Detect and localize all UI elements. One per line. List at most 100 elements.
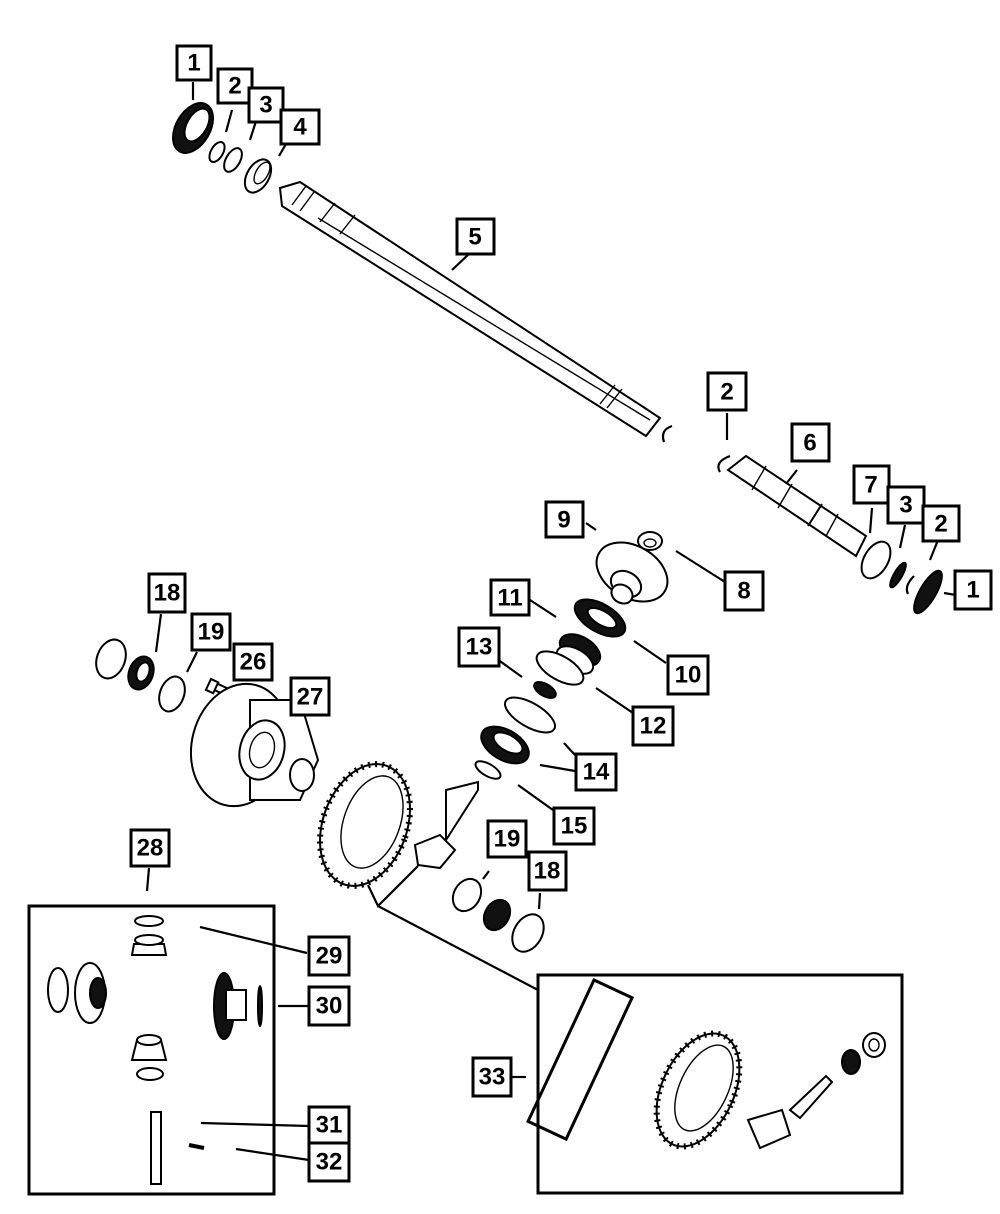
ring-pinion-leader (367, 865, 539, 991)
callout-30[interactable]: 30 (307, 985, 351, 1027)
svg-text:2: 2 (720, 379, 733, 406)
svg-text:19: 19 (494, 826, 521, 853)
callout-18-left[interactable]: 18 (147, 572, 187, 614)
pinion-flange (595, 541, 669, 605)
bearing-left (243, 158, 273, 194)
callout-7[interactable]: 7 (852, 464, 891, 505)
callout-14[interactable]: 14 (574, 752, 618, 792)
kit-pinion-nut (862, 1032, 886, 1058)
side-gear-left (74, 962, 107, 1024)
svg-text:2: 2 (228, 73, 241, 100)
svg-text:10: 10 (675, 662, 702, 689)
thrust-washer-top (134, 915, 164, 927)
callout-28[interactable]: 28 (129, 828, 171, 868)
c-clip-shaft (661, 424, 673, 443)
svg-text:28: 28 (137, 835, 164, 862)
callout-11[interactable]: 11 (489, 578, 531, 617)
snap-ring-right (905, 575, 915, 595)
svg-text:26: 26 (240, 649, 267, 676)
carrier-bearing-cup-right (511, 913, 545, 953)
inner-bearing-cup (504, 696, 556, 734)
svg-text:1: 1 (966, 577, 979, 604)
collapsible-spacer (533, 681, 557, 699)
kit-ring-gear (653, 1030, 743, 1150)
lock-pin (188, 1143, 205, 1150)
snap-ring-side-gear (257, 985, 263, 1027)
svg-text:11: 11 (497, 585, 522, 612)
callout-3-right[interactable]: 3 (886, 485, 926, 525)
svg-text:31: 31 (316, 1112, 343, 1139)
inner-pinion-bearing (480, 725, 530, 765)
bearing-right (860, 540, 892, 580)
carrier-bearing-left (127, 655, 155, 691)
callout-33[interactable]: 33 (471, 1056, 513, 1098)
svg-text:3: 3 (899, 492, 912, 519)
callout-8[interactable]: 8 (723, 570, 765, 612)
svg-text:12: 12 (640, 713, 667, 740)
c-clip-right (717, 454, 731, 473)
pinion-shim (474, 760, 502, 780)
callout-29[interactable]: 29 (307, 935, 351, 977)
pinion-shaft (150, 1111, 162, 1185)
svg-text:13: 13 (466, 634, 493, 661)
carrier-shim-left (158, 675, 186, 713)
callout-9[interactable]: 9 (544, 500, 585, 539)
kit-pinion (746, 1074, 834, 1150)
leader-lines (145, 82, 957, 1162)
differential-case (189, 682, 320, 808)
callout-1-top[interactable]: 1 (175, 44, 213, 82)
callout-2-top[interactable]: 2 (216, 67, 254, 105)
outer-bearing-cup (535, 650, 585, 686)
callout-13[interactable]: 13 (457, 626, 501, 668)
short-axle-shaft (726, 454, 868, 558)
snap-ring-left (208, 141, 226, 163)
svg-text:27: 27 (297, 684, 324, 711)
callout-2-mid[interactable]: 2 (706, 371, 748, 412)
callout-4[interactable]: 4 (279, 108, 321, 146)
pinion-gear-bottom (130, 1034, 168, 1061)
carrier-bearing-cup-left (95, 638, 127, 680)
svg-text:29: 29 (316, 943, 343, 970)
long-axle-shaft (278, 180, 662, 438)
svg-text:18: 18 (154, 580, 181, 607)
side-gear-right (213, 972, 247, 1040)
svg-text:3: 3 (259, 92, 272, 119)
svg-text:2: 2 (934, 511, 947, 538)
callout-18-right[interactable]: 18 (527, 850, 568, 892)
svg-text:14: 14 (583, 759, 610, 786)
ring-gear (317, 761, 413, 889)
svg-text:18: 18 (534, 858, 561, 885)
pinion-nut (637, 531, 663, 551)
drive-pinion (413, 780, 479, 870)
callout-32[interactable]: 32 (307, 1141, 351, 1183)
svg-text:4: 4 (293, 114, 307, 141)
callout-12[interactable]: 12 (631, 705, 675, 747)
callout-15[interactable]: 15 (552, 806, 596, 846)
callout-26[interactable]: 26 (232, 642, 274, 682)
svg-text:33: 33 (479, 1064, 506, 1091)
callout-19-left[interactable]: 19 (190, 612, 232, 652)
kit-28-frame (27, 904, 276, 1196)
svg-text:8: 8 (737, 578, 750, 605)
callout-31[interactable]: 31 (307, 1105, 351, 1145)
svg-text:30: 30 (316, 993, 343, 1020)
callout-5[interactable]: 5 (455, 217, 496, 256)
callout-27[interactable]: 27 (289, 676, 331, 717)
callout-1-right[interactable]: 1 (953, 569, 993, 611)
svg-text:15: 15 (561, 813, 588, 840)
kit-pinion-seal (841, 1049, 861, 1075)
axle-seal-left (172, 102, 214, 154)
svg-text:5: 5 (468, 224, 481, 251)
callout-3-top[interactable]: 3 (247, 86, 285, 124)
carrier-bearing-right (482, 898, 512, 932)
callout-19-right[interactable]: 19 (486, 819, 528, 859)
callout-6[interactable]: 6 (790, 422, 831, 463)
shim-ring-right (889, 561, 907, 589)
pinion-gear-top (130, 934, 168, 956)
svg-text:7: 7 (864, 472, 877, 499)
carrier-shim-right (451, 877, 483, 913)
callout-2-right[interactable]: 2 (921, 504, 961, 543)
callout-10[interactable]: 10 (666, 654, 710, 696)
shim-ring-left (223, 147, 243, 173)
